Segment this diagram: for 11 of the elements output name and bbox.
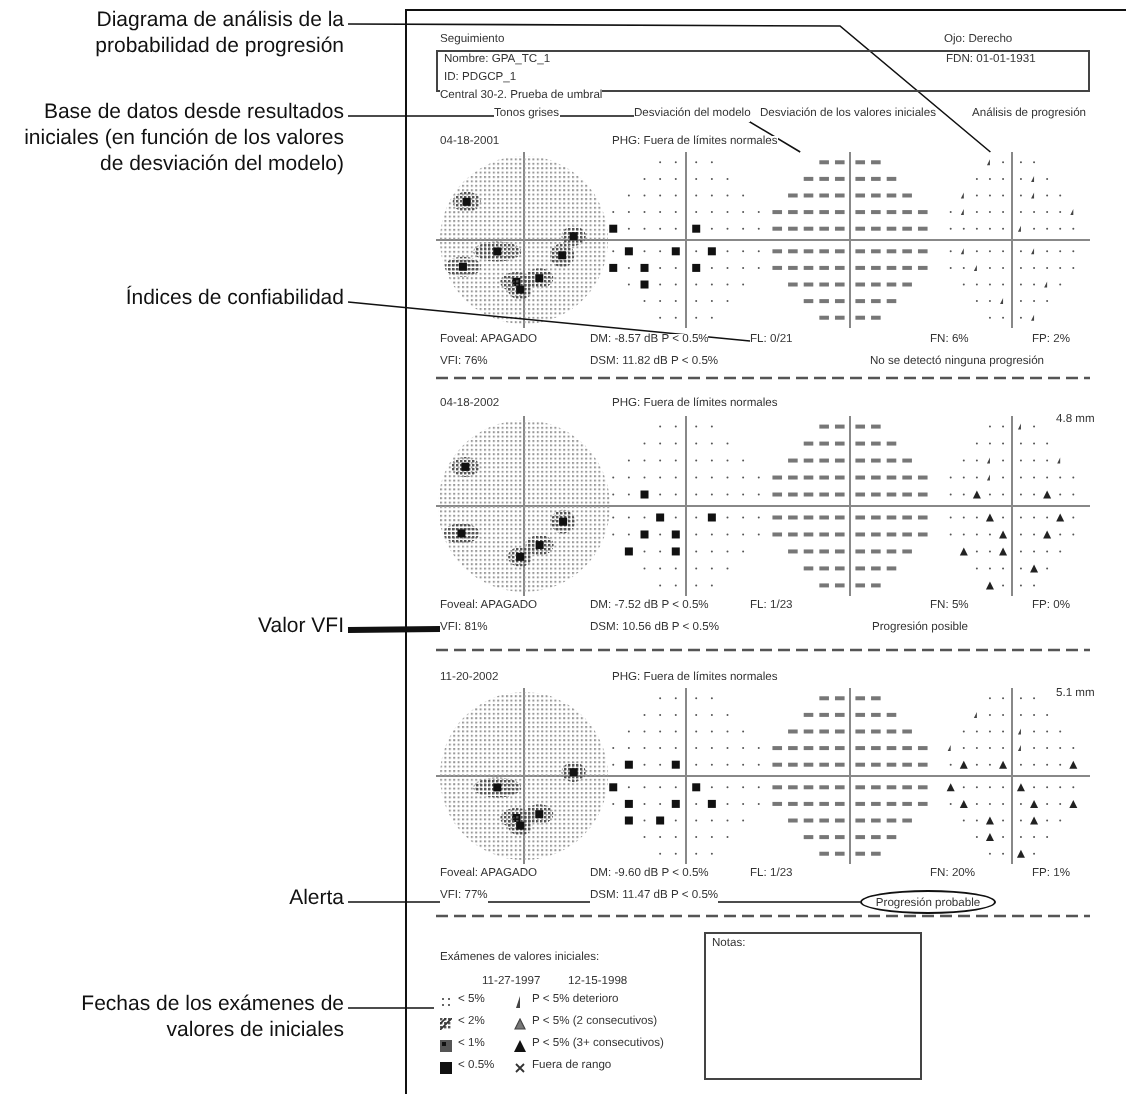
callout-label: Índices de confiabilidad [104,286,344,312]
leader-line [347,626,441,633]
leader-line [347,301,751,342]
callout-label: Fechas de los exámenes de valores de iniciales [64,992,344,1044]
callout-label: Valor VFI [4,614,344,640]
callout-label: Alerta [4,886,344,912]
leader-line [347,23,992,153]
callout-label: Base de datos desde resultados iniciales (en función de los valores de desviación del modelo) [4,100,344,178]
leader-line [347,1007,435,1009]
notes-box [704,932,922,1080]
callout-label: Diagrama de análisis de la probabilidad de progresión [64,8,344,60]
